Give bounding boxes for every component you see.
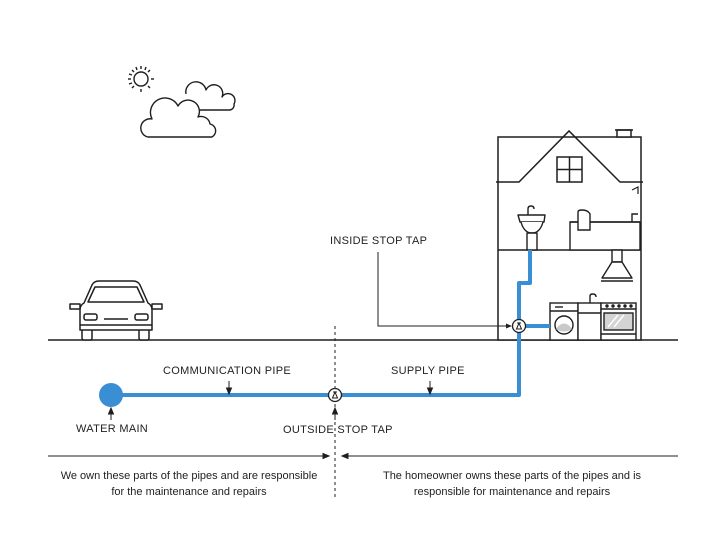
homeowner-note-line-2: responsible for maintenance and repairs: [413, 486, 611, 498]
label-pointers: [107, 381, 434, 420]
inside-stop-tap-leader: [377, 252, 507, 327]
washing-machine-icon: [549, 302, 579, 341]
sun-icon: [128, 66, 154, 92]
stop-tap-icon: [327, 387, 343, 403]
ownership-arrows: [48, 452, 678, 460]
water-main-marker: [99, 383, 123, 407]
homeowner-note-line-1: The homeowner owns these parts of the pi…: [382, 470, 642, 482]
cooker-hood-icon: [601, 249, 633, 282]
car-icon: [69, 280, 163, 341]
oven-icon: [600, 302, 637, 341]
water-main-label: WATER MAIN: [76, 423, 149, 435]
outside-stop-tap-label: OUTSIDE STOP TAP: [283, 424, 393, 436]
inside-stop-tap-label: INSIDE STOP TAP: [330, 235, 428, 247]
inside-stop-tap-arrowhead: [506, 323, 512, 329]
communication-pipe-label: COMMUNICATION PIPE: [163, 365, 292, 377]
company-note-line-1: We own these parts of the pipes and are …: [60, 470, 318, 482]
homeowner-ownership-note: The homeowner owns these parts of the pi…: [362, 468, 662, 500]
bath-icon: [569, 209, 641, 251]
company-ownership-note: We own these parts of the pipes and are …: [44, 468, 334, 500]
supply-pipe-label: SUPPLY PIPE: [391, 365, 465, 377]
supply-pipe: [335, 250, 532, 397]
cloud-icon: [140, 81, 236, 138]
company-note-line-2: for the maintenance and repairs: [111, 486, 267, 498]
stop-tap-icon: [511, 318, 527, 334]
